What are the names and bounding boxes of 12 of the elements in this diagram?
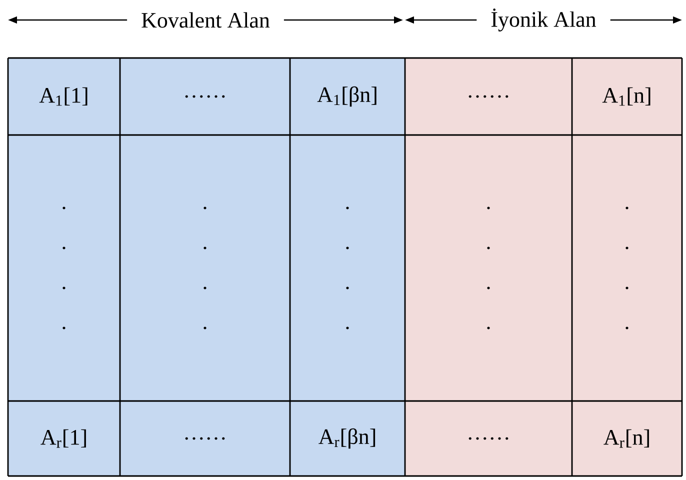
table-cell: A$_{1}$[n] <box>572 58 682 135</box>
table-cell: …… <box>120 58 290 135</box>
table-cell: …… <box>405 58 572 135</box>
table-cell: A$_{r}$[n] <box>572 401 682 476</box>
table-cell: A$_{r}$[1] <box>8 401 120 476</box>
header-label: Kovalent Alan <box>127 10 284 30</box>
header-label: İyonik Alan <box>476 6 610 34</box>
table-cell: …… <box>405 401 572 476</box>
table-cell: A$_{1}$[1] <box>8 58 120 135</box>
table-cell: …… <box>120 401 290 476</box>
table-cell: A$_{r}$[βn] <box>290 401 405 476</box>
table-cell: A$_{1}$[βn] <box>290 58 405 135</box>
